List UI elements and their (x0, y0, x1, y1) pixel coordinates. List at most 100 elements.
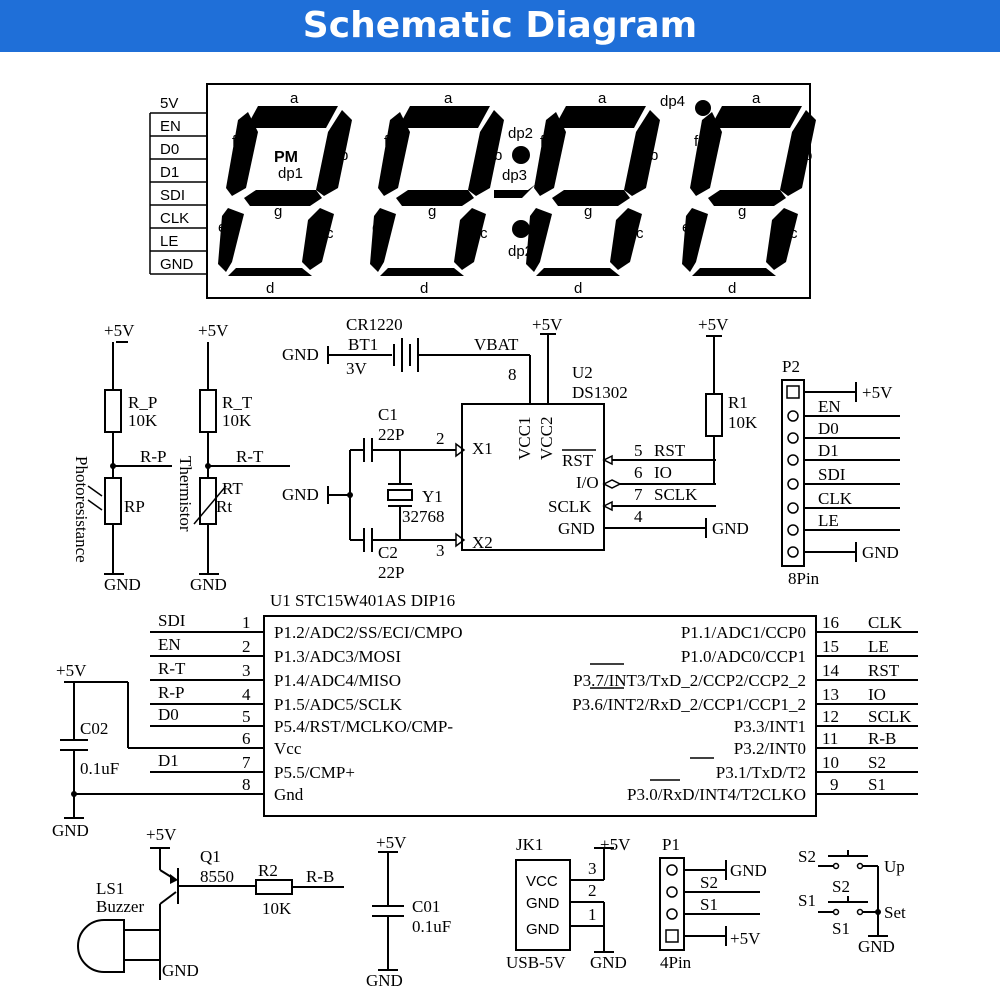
r2-value: 10K (262, 899, 292, 918)
u1-fn-8: Gnd (274, 785, 304, 804)
rp-sensor: RP (124, 497, 145, 516)
jk1-label: JK1 (516, 835, 543, 854)
battery-label: CR1220 (346, 315, 403, 334)
seg-label-f: f (694, 133, 699, 150)
u1-pin-2: 2 (242, 637, 251, 656)
u1-fn-15: P1.0/ADC0/CCP1 (681, 647, 806, 666)
pin4-label: 4 (634, 507, 643, 526)
display-pin-en: EN (160, 118, 181, 135)
seg-label-f: f (540, 133, 545, 150)
p2-pin-en: EN (818, 397, 841, 416)
io-pin-label: I/O (576, 473, 599, 492)
dp3-label: dp3 (502, 167, 527, 184)
u1-fn-3: P1.4/ADC4/MISO (274, 671, 401, 690)
usb-caption: USB-5V (506, 953, 566, 972)
c02-label: C02 (80, 719, 108, 738)
u1-pin-16: 16 (822, 613, 839, 632)
io-net: IO (654, 463, 672, 482)
u2-label: U2 (572, 363, 593, 382)
mcu-chip (263, 615, 817, 817)
seg-label-b: b (650, 147, 658, 164)
dp2-lower-dot (512, 220, 530, 238)
y1-label: Y1 (422, 487, 443, 506)
y1-value: 32768 (402, 507, 445, 526)
u1-fn-2: P1.3/ADC3/MOSI (274, 647, 401, 666)
seg-label-a: a (290, 90, 299, 107)
digit-4 (682, 106, 816, 276)
x2-label: X2 (472, 533, 493, 552)
u1-fn-12: P3.3/INT1 (734, 717, 806, 736)
seg-label-d: d (728, 280, 736, 297)
u1-net-9: S1 (868, 775, 886, 794)
seg-label-f: f (384, 133, 389, 150)
p1-pin-s1: S1 (700, 895, 718, 914)
u1-net-12: SCLK (868, 707, 912, 726)
seg-label-c: c (790, 225, 798, 242)
seg-label-e: e (682, 219, 690, 236)
r2-resistor (255, 879, 293, 895)
u1-fn-14: P3.7/INT3/TxD_2/CCP2/CCP2_2 (573, 671, 806, 690)
seg-label-a: a (598, 90, 607, 107)
seg-label-e: e (218, 219, 226, 236)
pin6-label: 6 (634, 463, 643, 482)
rtc-gnd: GND (712, 519, 749, 538)
usb-pin-gnd-b: GND (526, 921, 560, 938)
buzzer-speaker (77, 919, 125, 973)
u1-fn-13: P3.6/INT2/RxD_2/CCP1/CCP1_2 (572, 695, 806, 714)
u1-fn-10: P3.1/TxD/T2 (716, 763, 806, 782)
page-title: Schematic Diagram (302, 5, 698, 46)
display-pin-gnd: GND (160, 256, 194, 273)
rtc-vcc: +5V (532, 315, 563, 334)
u1-fn-6: Vcc (274, 739, 302, 758)
u1-net-11: R-B (868, 729, 896, 748)
s1-label-b: S1 (832, 919, 850, 938)
s2-label: S2 (798, 847, 816, 866)
bt-gnd: GND (282, 345, 319, 364)
u1-pin-11: 11 (822, 729, 838, 748)
p2-pin-sdi: SDI (818, 465, 846, 484)
switches: S2 Up S2 S1 Set S1 GND (798, 847, 906, 956)
u1-pin-12: 12 (822, 707, 839, 726)
r-p-resistor (104, 389, 122, 433)
ls1-value: Buzzer (96, 897, 144, 916)
u1-pin-10: 10 (822, 753, 839, 772)
buzzer-circuit: +5V Q1 8550 R2 10K R-B LS1 Buzzer GND (77, 825, 344, 980)
rp-vcc-label: +5V (104, 321, 135, 340)
display-pin-lines (149, 112, 207, 275)
u1-net-4: R-P (158, 683, 184, 702)
u1-net-2: EN (158, 635, 181, 654)
rtc-circuit: CR1220 BT1 3V GND VBAT 8 +5V U2 DS1302 V… (282, 315, 758, 582)
seg-label-g: g (738, 203, 746, 220)
u1-net-7: D1 (158, 751, 179, 770)
rt-name: R_T (222, 393, 253, 412)
switch-gnd: GND (858, 937, 895, 956)
c01-vcc: +5V (376, 833, 407, 852)
seg-label-c: c (326, 225, 334, 242)
r-t-resistor (199, 389, 217, 433)
r1-label: R1 (728, 393, 748, 412)
p2-pin-gnd: GND (862, 543, 899, 562)
p1-caption: 4Pin (660, 953, 692, 972)
dp3-segment (494, 184, 536, 198)
seg-label-g: g (428, 203, 436, 220)
p1-header: P1 GND S2 S1 +5V 4Pin (659, 835, 767, 972)
rt-value: 10K (222, 411, 252, 430)
r1-vcc: +5V (698, 315, 729, 334)
dp2-label-bottom: dp2 (508, 243, 533, 260)
digit-2 (370, 106, 504, 276)
usb-jack (515, 859, 571, 951)
u1-net-3: R-T (158, 659, 186, 678)
c01-circuit: +5V C01 0.1uF GND (366, 833, 451, 990)
pin2-label: 2 (436, 429, 445, 448)
u1-net-1: SDI (158, 611, 186, 630)
seg-label-g: g (274, 203, 282, 220)
crystal-gnd: GND (282, 485, 319, 504)
seg-label-c: c (480, 225, 488, 242)
r1-value: 10K (728, 413, 758, 432)
pin8-label: 8 (508, 365, 517, 384)
c01-gnd: GND (366, 971, 403, 990)
display-pin-clk: CLK (160, 210, 189, 227)
photoresistor (104, 477, 122, 525)
s2-label-b: S2 (832, 877, 850, 896)
